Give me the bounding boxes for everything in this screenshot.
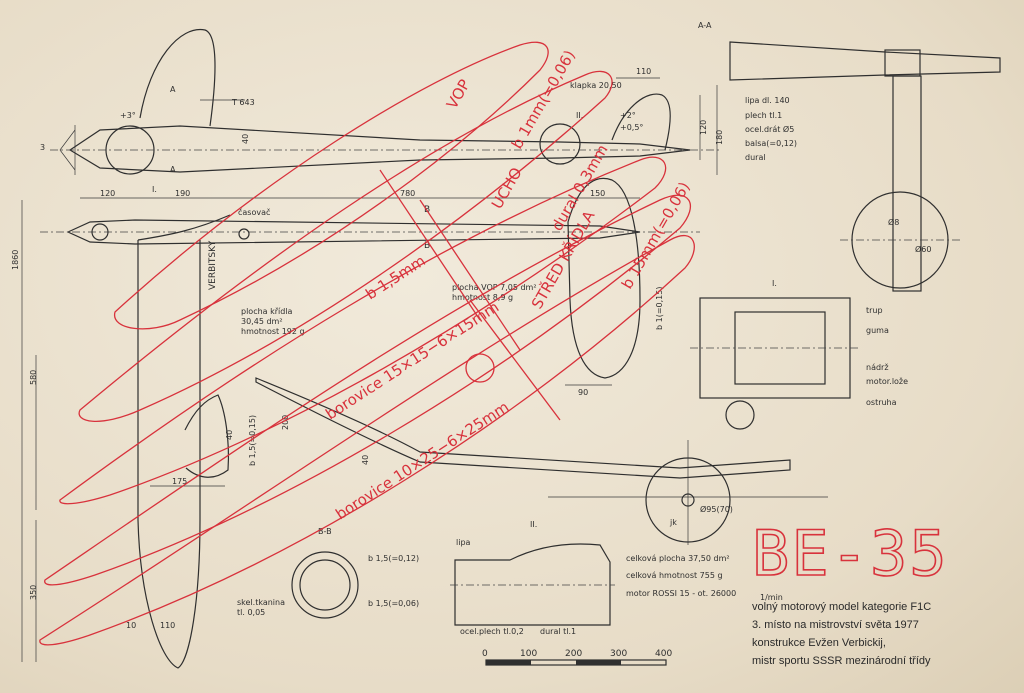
label-trup: trup: [866, 306, 883, 315]
detail-mark-ii: II.: [576, 111, 583, 120]
scale-0: 0: [482, 649, 488, 659]
label-nadrz: nádrž: [866, 363, 889, 372]
scale-bar: 0 100 200 300 400: [482, 649, 672, 666]
dim-190: 190: [175, 189, 190, 198]
summary-data: celková plocha 37,50 dm² celková hmotnos…: [626, 554, 783, 602]
detail-i: I. trup guma nádrž motor.lože ostruha: [690, 279, 908, 430]
dim-175: 175: [172, 477, 187, 486]
label-stab-mass: hmotnost 8,9 g: [452, 293, 513, 302]
scale-100: 100: [520, 649, 537, 659]
label-dural-t1: dural tl.1: [540, 627, 576, 636]
detail-mark-i: I.: [152, 185, 157, 194]
label-o60: Ø60: [915, 244, 931, 254]
red-label-vop: VOP: [443, 76, 474, 112]
caption-line-3: konstrukce Evžen Verbickij,: [752, 637, 886, 649]
dim-200: 200: [281, 415, 290, 430]
label-casovac: časovač: [238, 207, 270, 217]
dim-150: 150: [590, 189, 605, 198]
label-ostruha: ostruha: [866, 398, 897, 407]
label-diameter: Ø95(70): [700, 504, 733, 514]
section-bb: B-B b 1,5(=0,12) b 1,5(=0,06) skel.tkani…: [237, 527, 419, 619]
label-balsa: balsa(=0,12): [745, 139, 797, 148]
label-total-mass: celková hmotnost 755 g: [626, 571, 723, 580]
label-plus3: +3°: [120, 111, 136, 120]
label-engine: motor ROSSI 15 - ot. 26000: [626, 589, 736, 598]
scale-300: 300: [610, 649, 627, 659]
label-plech: plech tl.1: [745, 111, 782, 120]
section-aa: A-A lipa dl. 140 plech tl.1 ocel.drát Ø5…: [698, 21, 1001, 292]
label-b15-012: b 1,5(=0,12): [368, 554, 419, 563]
caption-line-1: volný motorový model kategorie F1C: [752, 601, 931, 613]
label-b15-006: b 1,5(=0,06): [368, 599, 419, 608]
detail-i-title: I.: [772, 279, 777, 288]
label-guma: guma: [866, 326, 889, 335]
label-jk: jk: [669, 518, 677, 527]
label-total-area: celková plocha 37,50 dm²: [626, 554, 730, 563]
top-view: 120 190 780 150 časovač B B VERBITSKY pl…: [11, 189, 700, 669]
label-dural: dural: [745, 153, 766, 162]
scale-400: 400: [655, 649, 672, 659]
dim-120-top: 120: [100, 189, 115, 198]
dim-40: 40: [241, 134, 250, 144]
dim-90: 90: [578, 388, 588, 397]
label-verbitsky: VERBITSKY: [208, 240, 218, 290]
dim-120: 120: [699, 120, 708, 135]
label-t643: T 643: [231, 98, 255, 107]
label-plocha-kridla: plocha křídla: [241, 307, 293, 316]
label-wing-mass: hmotnost 192 g: [241, 327, 305, 336]
dim-110: 110: [160, 621, 175, 630]
dim-180: 180: [715, 130, 724, 145]
dim-1860: 1860: [11, 250, 20, 270]
red-label-ucho: UCHO: [488, 164, 526, 212]
dim-3: 3: [40, 143, 45, 152]
section-bb-title: B-B: [318, 527, 332, 536]
detail-ii: II. lipa ocel.plech tl.0,2 dural tl.1: [450, 520, 615, 636]
label-motor-loze: motor.lože: [866, 377, 908, 386]
caption-line-2: 3. místo na mistrovství světa 1977: [752, 619, 919, 631]
red-label-borovice-a: borovice 15×15−6×15mm: [322, 298, 502, 424]
dim-40-wing: 40: [225, 430, 234, 440]
label-wing-area: 30,45 dm²: [241, 317, 283, 326]
label-klapka: klapka 20,50: [570, 81, 622, 90]
dim-10: 10: [126, 621, 136, 630]
dim-350: 350: [29, 585, 38, 600]
dim-110: 110: [636, 67, 651, 76]
model-title: BE-35: [752, 517, 949, 590]
detail-ii-title: II.: [530, 520, 537, 529]
label-ocel-plech: ocel.plech tl.0,2: [460, 627, 524, 636]
label-b18: b 1,5(=0,15): [248, 415, 257, 466]
label-ocel-drat: ocel.drát Ø5: [745, 124, 794, 134]
dim-40-front: 40: [361, 455, 370, 465]
red-label-borovice-b: borovice 10×25−6×25mm: [332, 398, 512, 524]
section-aa-title: A-A: [698, 21, 712, 30]
label-b15: b 1(=0,15): [655, 287, 664, 330]
label-skel-thickness: tl. 0,05: [237, 608, 265, 617]
scale-200: 200: [565, 649, 582, 659]
label-skel-tkanina: skel.tkanina: [237, 598, 285, 607]
section-mark-b-bottom: B: [424, 241, 430, 251]
label-lipa: lipa dl. 140: [745, 96, 790, 105]
label-plus2: +2°: [620, 111, 636, 120]
label-lepa: lipa: [456, 538, 471, 547]
label-rpm-unit: 1/min: [760, 593, 783, 602]
label-plus05: +0,5°: [620, 123, 643, 132]
dim-580: 580: [29, 370, 38, 385]
label-o8: Ø8: [888, 217, 899, 227]
caption-line-4: mistr sportu SSSR mezinárodní třídy: [752, 655, 931, 667]
red-label-b15mm-a: b 1,5mm: [362, 252, 428, 304]
title-block: BE-35 volný motorový model kategorie F1C…: [751, 516, 949, 667]
section-mark-a-top: A: [170, 85, 176, 94]
section-mark-a-bottom: A: [170, 165, 176, 174]
red-label-b1mm: b 1mm(=0,06): [508, 47, 579, 152]
dim-780: 780: [400, 189, 415, 198]
front-view: jk Ø95(70) 200 40: [255, 377, 828, 545]
side-view: T 643 klapka 20,50 110 +3° +2° +0,5° A A…: [40, 28, 724, 194]
